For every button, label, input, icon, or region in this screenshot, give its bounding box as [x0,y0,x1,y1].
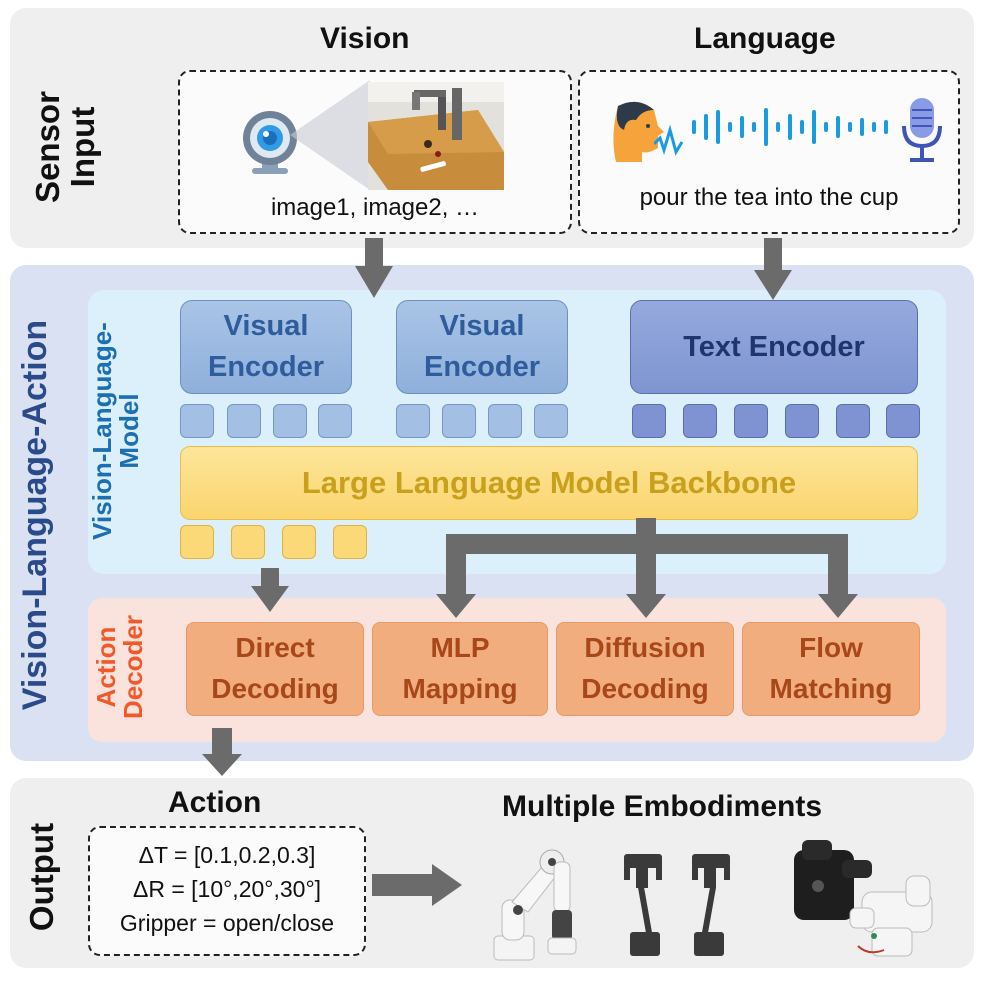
visual-token [442,404,476,438]
visual-encoder-1: Visual Encoder [180,300,352,394]
direct-decoding-box: Direct Decoding [186,622,364,716]
output-token [180,525,214,559]
robot-hand-image [788,836,948,966]
vision-caption: image1, image2, … [270,194,480,221]
microphone-icon [898,96,946,166]
arrow-tokens-to-direct [251,568,289,612]
text-token [632,404,666,438]
text-token [836,404,870,438]
webcam-icon [240,108,300,178]
output-token [282,525,316,559]
robot-arm-image [478,840,596,964]
delta-r-text: ΔR = [10°,20°,30°] [132,876,322,902]
arrow-action-to-embodiments [372,864,462,906]
text-token [734,404,768,438]
arrow-vision-to-encoder [355,238,393,298]
text-token [886,404,920,438]
camera-beam [290,80,370,190]
text-token [785,404,819,438]
text-encoder: Text Encoder [630,300,918,394]
visual-encoder-2: Visual Encoder [396,300,568,394]
visual-token [396,404,430,438]
speaker-face-icon [608,96,668,166]
visual-token [180,404,214,438]
visual-token [227,404,261,438]
action-heading: Action [168,786,262,819]
gripper-arms-image [616,840,746,964]
output-token [333,525,367,559]
gripper-text: Gripper = open/close [119,910,335,936]
arrow-backbone-to-decoders [436,518,858,618]
embodiments-heading: Multiple Embodiments [502,790,823,823]
output-token [231,525,265,559]
action-output-box [88,826,366,956]
vision-heading: Vision [320,22,410,55]
arrow-language-to-encoder [754,238,792,300]
arrow-decoder-to-action [202,728,242,776]
visual-token [488,404,522,438]
sound-wave-icon [652,98,898,164]
visual-token [273,404,307,438]
delta-t-text: ΔT = [0.1,0.2,0.3] [138,842,316,868]
language-heading: Language [694,22,836,55]
flow-matching-box: Flow Matching [742,622,920,716]
language-caption: pour the tea into the cup [639,184,899,211]
visual-token [534,404,568,438]
llm-backbone: Large Language Model Backbone [180,446,918,520]
mlp-mapping-box: MLP Mapping [372,622,548,716]
visual-token [318,404,352,438]
diffusion-decoding-box: Diffusion Decoding [556,622,734,716]
robot-scene-image [368,82,504,190]
text-token [683,404,717,438]
